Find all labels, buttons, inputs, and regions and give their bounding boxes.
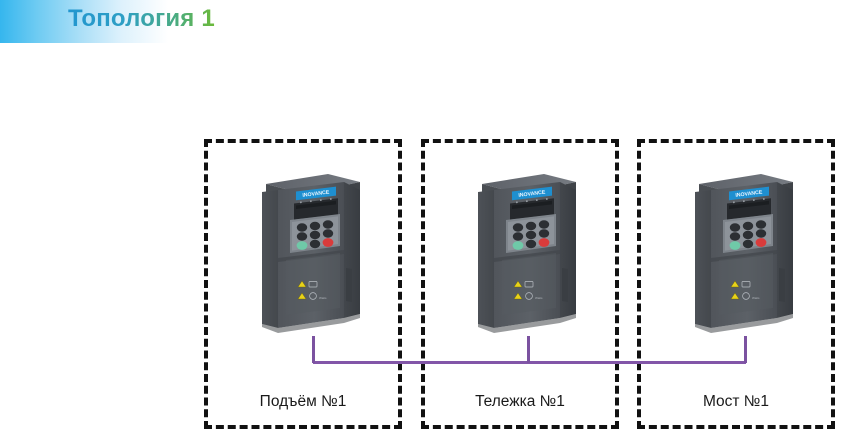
svg-text:INOVANCE: INOVANCE: [518, 190, 546, 199]
svg-text:Watts: Watts: [752, 296, 760, 300]
drive-bridge[interactable]: INOVANCE Watts: [689, 168, 797, 338]
vfd-drive-illustration: INOVANCE Watts: [478, 174, 576, 333]
zone-bridge[interactable]: Мост №1: [637, 139, 835, 429]
zone-bridge-label: Мост №1: [702, 393, 770, 410]
page-title: Топология 1: [68, 5, 215, 32]
header-accent-bar: [0, 0, 168, 43]
svg-text:INOVANCE: INOVANCE: [302, 190, 330, 199]
bus-drop-trolley: [527, 336, 530, 363]
zone-trolley-label: Тележка №1: [475, 393, 565, 410]
svg-text:INOVANCE: INOVANCE: [735, 190, 763, 199]
zone-hoist-label: Подъём №1: [259, 393, 347, 410]
bus-drop-hoist: [312, 336, 315, 363]
zone-trolley[interactable]: Тележка №1: [421, 139, 619, 429]
drive-hoist[interactable]: INOVANCE: [256, 168, 364, 338]
svg-text:Watts: Watts: [535, 296, 543, 300]
vfd-drive-illustration: INOVANCE: [262, 174, 360, 333]
bus-drop-bridge: [744, 336, 747, 363]
zone-hoist[interactable]: Подъём №1: [204, 139, 402, 429]
svg-text:Watts: Watts: [319, 296, 327, 300]
drive-trolley[interactable]: INOVANCE Watts: [472, 168, 580, 338]
vfd-drive-illustration: INOVANCE Watts: [695, 174, 793, 333]
